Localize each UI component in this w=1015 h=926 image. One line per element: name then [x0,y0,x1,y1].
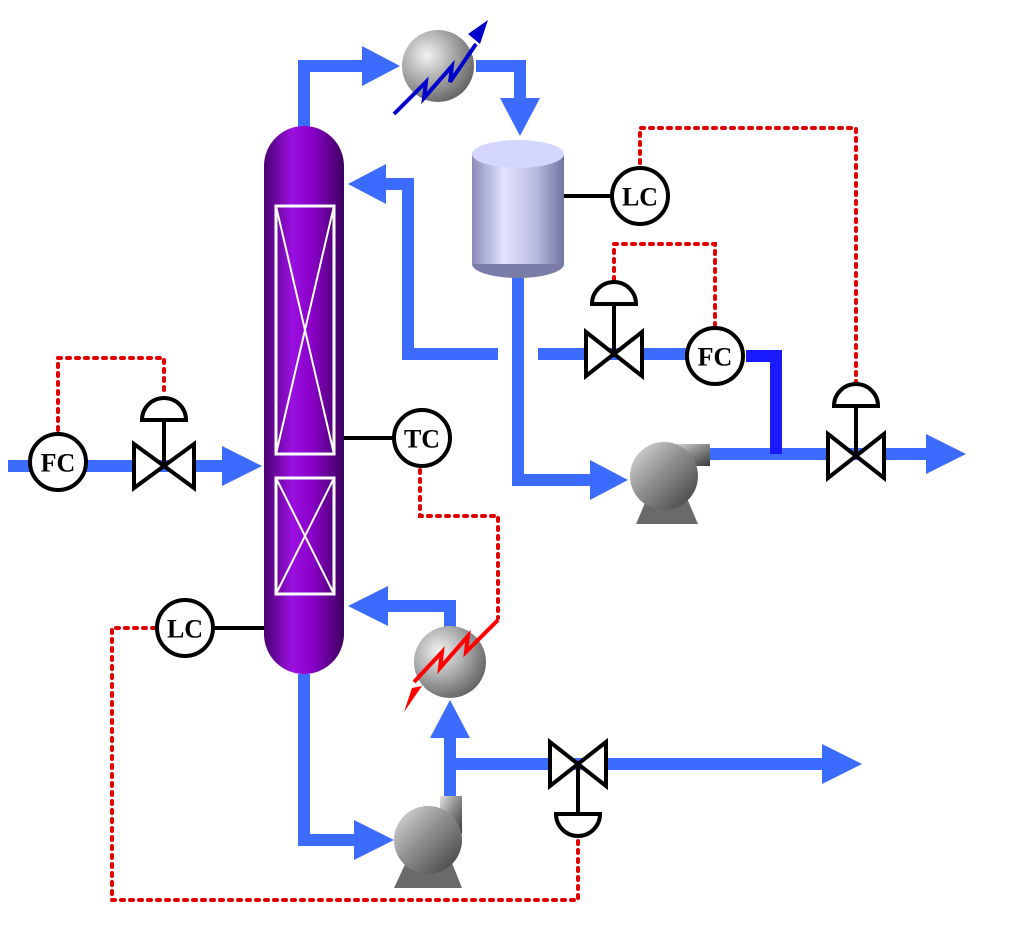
bottoms-line [298,674,360,846]
distillate-pump [630,442,710,524]
feed-fc-label: FC [41,449,76,478]
bottoms-level-controller[interactable]: LC [155,598,215,658]
signal-bottoms-lc-to-valve [110,626,580,902]
bottoms-lc-label: LC [167,615,203,644]
feed-arrow [222,446,262,486]
upper-packing-bed [274,204,336,456]
condenser-outlet-line [476,60,526,104]
reflux-return-line [382,178,498,360]
overhead-vapor-line [298,60,368,128]
condenser-shell [402,30,474,102]
cooling-arrow-head [468,20,488,44]
reboiler-inlet-arrow [430,700,470,738]
reflux-return-arrow [348,164,386,204]
pump-inlet-arrow [590,460,628,500]
signal-reflux-fc-to-valve [612,242,717,328]
heating-arrow-head [404,686,422,712]
signal-tc-to-reboiler [418,468,500,620]
drum-outlet-line [512,278,594,486]
reboiler-return-arrow [348,586,388,626]
overhead-arrow [362,46,400,86]
distillate-arrow [926,434,966,474]
reboiler-shell [414,626,486,698]
distillation-column [264,126,344,674]
reflux-control-valve[interactable] [584,280,644,381]
column-temperature-controller[interactable]: TC [392,408,452,468]
reflux-drum [472,140,564,278]
bottoms-control-valve[interactable] [548,737,608,838]
lower-packing-bed [274,476,336,596]
heating-medium-arrow [412,618,500,684]
feed-control-valve[interactable] [132,396,196,492]
condenser [392,20,488,116]
bottoms-pump [394,796,462,888]
column-shell [264,126,344,674]
bottoms-pump-arrow [354,820,394,860]
tc-label: TC [404,425,440,454]
cooling-water-arrow [392,42,478,116]
signal-drum-lc-to-product-valve [638,126,858,384]
reflux-flow-controller[interactable]: FC [685,326,745,386]
bottoms-product-arrow [822,744,862,784]
signal-feed-fc-to-valve [56,356,166,432]
process-pipes [8,46,966,860]
reboiler [404,618,500,712]
distillate-control-valve[interactable] [826,382,886,483]
signal-lines [56,126,858,902]
reboiler-return-line [384,600,456,634]
reflux-fc-label: FC [698,343,733,372]
drum-inlet-arrow [500,98,540,136]
feed-flow-controller[interactable]: FC [28,432,88,492]
drum-level-controller[interactable]: LC [610,166,670,226]
drum-lc-label: LC [622,183,658,212]
reflux-branch-line [746,350,782,454]
